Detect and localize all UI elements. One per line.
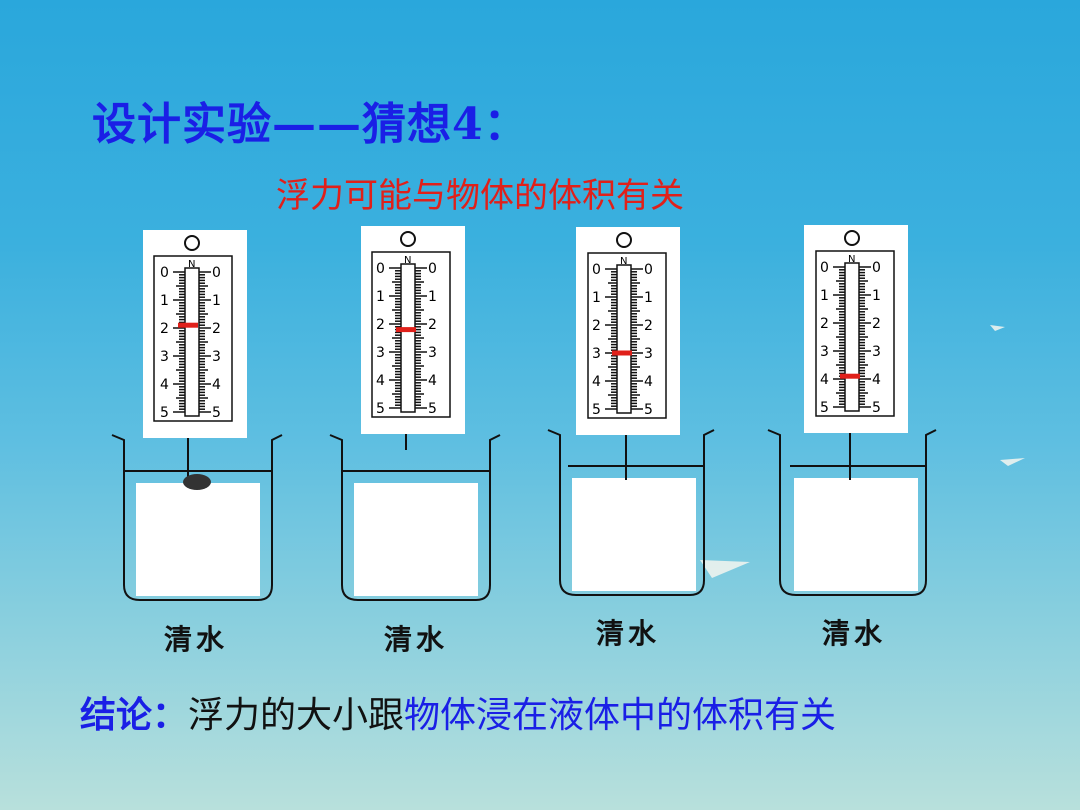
scale-tick-label: 4 [644, 374, 653, 390]
scale-tick-label: 2 [428, 317, 437, 333]
scale-indicator [178, 322, 198, 328]
scale-unit-label: N [404, 255, 411, 266]
scale-tick-label: 5 [212, 405, 221, 421]
scale-tick-label: 4 [212, 377, 221, 393]
scale-indicator [612, 350, 632, 356]
scale-tick-label: 0 [376, 261, 385, 277]
scale-tick-label: 3 [872, 344, 881, 360]
experiment-4: N 0 0 1 1 2 2 3 3 4 4 5 5 [767, 225, 937, 596]
beaker-label: 清水 [822, 617, 887, 650]
spring-scale: N 0 0 1 1 2 2 3 3 4 4 5 5 [576, 227, 680, 435]
slide-title: 设计实验——猜想4： [92, 99, 529, 150]
experiment-3: N 0 0 1 1 2 2 3 3 4 4 5 5 [547, 227, 715, 596]
scale-tick-label: 0 [212, 265, 221, 281]
scale-tick-label: 2 [212, 321, 221, 337]
scale-tick-label: 4 [428, 373, 437, 389]
scale-unit-label: N [848, 254, 855, 265]
scale-tick-label: 0 [428, 261, 437, 277]
scale-tick-label: 5 [376, 401, 385, 417]
spring-scale: N 0 0 1 1 2 2 3 3 4 4 5 5 [143, 230, 247, 438]
scale-tick-label: 0 [872, 260, 881, 276]
scale-tick-label: 3 [592, 346, 601, 362]
scale-tick-label: 2 [592, 318, 601, 334]
spring-scale: N 0 0 1 1 2 2 3 3 4 4 5 5 [361, 226, 465, 434]
scale-tick-label: 4 [592, 374, 601, 390]
beaker-label: 清水 [384, 623, 449, 656]
conclusion-middle: 浮力的大小跟 [188, 695, 405, 736]
conclusion-lead: 结论： [80, 695, 189, 736]
scale-tick-label: 0 [160, 265, 169, 281]
beaker [767, 429, 937, 596]
scale-tick-label: 3 [160, 349, 169, 365]
scale-tick-label: 0 [644, 262, 653, 278]
scale-tick-label: 3 [376, 345, 385, 361]
water-volume [354, 483, 478, 596]
scale-tick-label: 4 [376, 373, 385, 389]
paper-plane-icon [700, 325, 1025, 578]
scale-tick-label: 5 [428, 401, 437, 417]
conclusion: 结论：浮力的大小跟物体浸在液体中的体积有关 [80, 686, 836, 738]
scale-tick-label: 1 [212, 293, 221, 309]
water-volume [794, 478, 918, 591]
scale-unit-label: N [620, 256, 627, 267]
scale-tick-label: 1 [376, 289, 385, 305]
conclusion-tail: 物体浸在液体中的体积有关 [404, 695, 837, 736]
beaker-label: 清水 [596, 617, 661, 650]
scale-tick-label: 3 [212, 349, 221, 365]
scale-tick-label: 4 [820, 372, 829, 388]
scale-tick-label: 5 [160, 405, 169, 421]
submerged-object [183, 474, 211, 490]
scale-tick-label: 2 [644, 318, 653, 334]
scale-tick-label: 1 [160, 293, 169, 309]
scale-tick-label: 0 [592, 262, 601, 278]
scale-tick-label: 5 [820, 400, 829, 416]
beaker [111, 434, 283, 601]
experiment-2: N 0 0 1 1 2 2 3 3 4 4 5 5 [329, 226, 501, 601]
beaker-label: 清水 [164, 623, 229, 656]
scale-tick-label: 1 [644, 290, 653, 306]
scale-tick-label: 2 [160, 321, 169, 337]
scale-tick-label: 2 [820, 316, 829, 332]
water-volume [136, 483, 260, 596]
water-volume [572, 478, 696, 591]
beaker [329, 434, 501, 601]
experiment-1: N 0 0 1 1 2 2 3 3 4 4 5 5 [111, 230, 283, 601]
scale-tick-label: 4 [872, 372, 881, 388]
scale-tick-label: 3 [428, 345, 437, 361]
scale-indicator [840, 373, 860, 379]
hypothesis-text: 浮力可能与物体的体积有关 [276, 176, 684, 216]
scale-unit-label: N [188, 259, 195, 270]
scale-tick-label: 5 [592, 402, 601, 418]
scale-tick-label: 0 [820, 260, 829, 276]
scale-tick-label: 4 [160, 377, 169, 393]
beaker [547, 429, 715, 596]
scale-tick-label: 3 [644, 346, 653, 362]
scale-tick-label: 1 [872, 288, 881, 304]
spring-scale: N 0 0 1 1 2 2 3 3 4 4 5 5 [804, 225, 908, 433]
scale-tick-label: 5 [872, 400, 881, 416]
scale-tick-label: 1 [428, 289, 437, 305]
scale-tick-label: 2 [872, 316, 881, 332]
scale-tick-label: 2 [376, 317, 385, 333]
scale-tick-label: 1 [820, 288, 829, 304]
scale-tick-label: 3 [820, 344, 829, 360]
scale-tick-label: 1 [592, 290, 601, 306]
scale-indicator [396, 327, 416, 333]
scale-tick-label: 5 [644, 402, 653, 418]
